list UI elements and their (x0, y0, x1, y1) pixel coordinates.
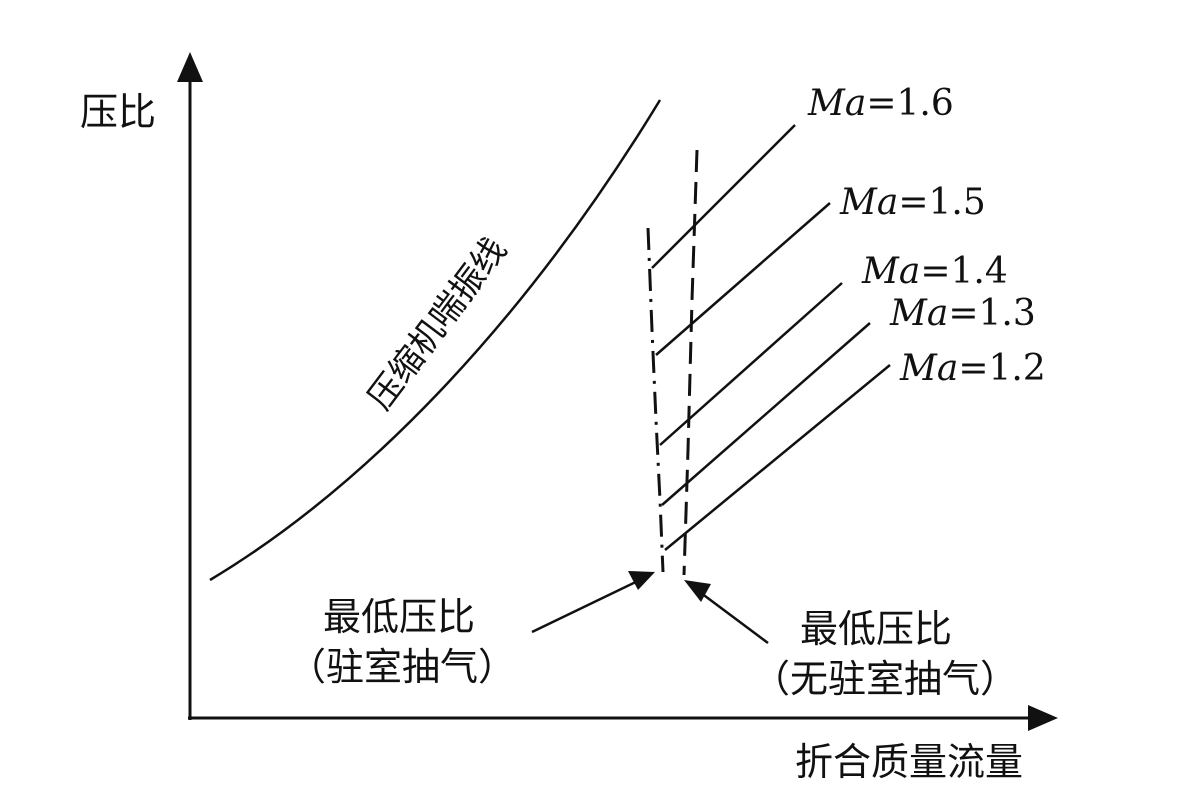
ma-label-1-2: Ma=1.2 (899, 348, 1046, 389)
arrow-without-bleed (696, 588, 769, 645)
min-pressure-ratio-line-without-bleed (682, 149, 699, 576)
surge-line-label: 压缩机喘振线 (360, 230, 515, 417)
y-axis-arrow-icon (177, 52, 203, 82)
x-axis-label: 折合质量流量 (795, 740, 1023, 784)
with-bleed-label-line2: （驻室抽气） (288, 645, 516, 689)
arrow-with-bleed-head-icon (628, 571, 655, 590)
surge-line (209, 99, 662, 582)
x-axis-arrow-icon (1028, 705, 1058, 731)
ma-label-1-5: Ma=1.5 (839, 182, 986, 223)
arrow-with-bleed (531, 576, 645, 634)
min-pressure-ratio-line-with-bleed (646, 227, 665, 573)
with-bleed-label-line1: 最低压比 (323, 595, 475, 639)
without-bleed-label-line2: （无驻室抽气） (752, 657, 1018, 701)
ma-label-1-3: Ma=1.3 (889, 293, 1036, 334)
y-axis-label: 压比 (80, 90, 156, 134)
ma-label-1-6: Ma=1.6 (807, 83, 954, 124)
without-bleed-label-line1: 最低压比 (800, 607, 952, 651)
speed-line-ma-1-2 (664, 364, 891, 551)
arrow-without-bleed-head-icon (684, 580, 711, 602)
speed-line-ma-1-6 (651, 124, 796, 269)
speed-line-ma-1-3 (661, 322, 871, 506)
ma-label-1-4: Ma=1.4 (861, 251, 1008, 292)
speed-line-ma-1-5 (655, 202, 831, 356)
